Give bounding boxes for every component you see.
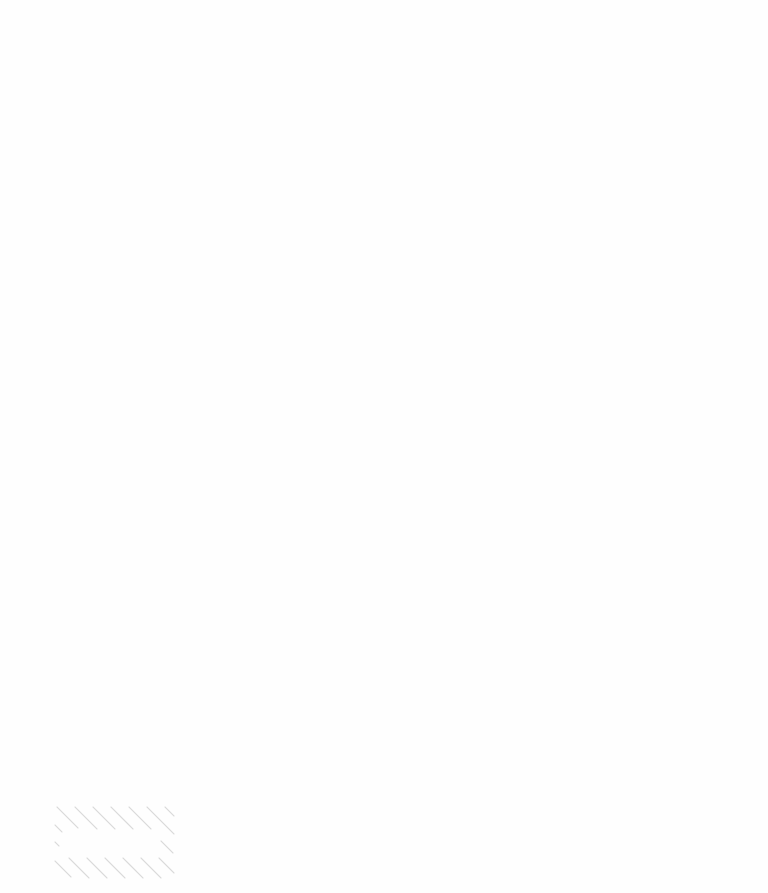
hatch-line <box>146 806 175 835</box>
hatch-line <box>128 806 152 830</box>
hatch-line <box>54 824 63 833</box>
hatch-line <box>92 806 116 830</box>
hatch-line <box>110 806 134 830</box>
hatch-pattern-icon <box>53 805 176 879</box>
hatch-line <box>104 857 126 879</box>
hatch-line <box>68 857 90 879</box>
hatch-line <box>140 857 162 879</box>
hatch-line <box>86 857 108 879</box>
hatch-line <box>54 860 72 878</box>
hatch-line <box>122 857 144 879</box>
hatch-line <box>160 840 174 854</box>
hatch-line <box>158 857 175 874</box>
hatch-line <box>74 806 98 830</box>
hatch-line <box>54 841 60 847</box>
hatch-line <box>56 806 79 829</box>
hatch-line <box>164 806 175 817</box>
